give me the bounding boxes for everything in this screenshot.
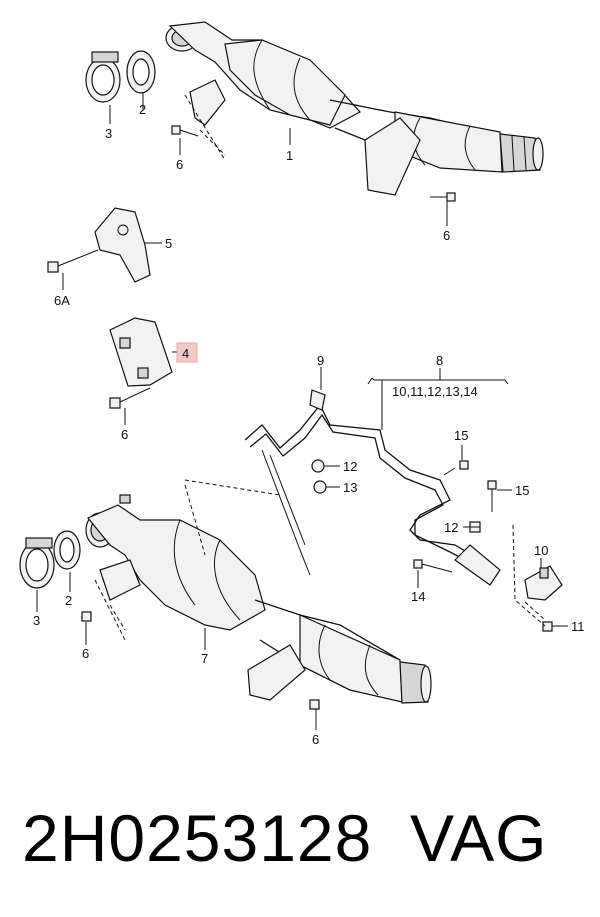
callout-2-bottom: 2 <box>65 593 72 608</box>
callout-6A: 6A <box>54 293 70 308</box>
bolt-bottom-right <box>309 699 320 710</box>
gasket-top <box>126 50 156 94</box>
callout-6-bracket4: 6 <box>121 427 128 442</box>
bracket-4 <box>109 317 173 387</box>
callout-8: 8 <box>436 353 443 368</box>
callout-5: 5 <box>165 236 172 251</box>
callout-15-right: 15 <box>515 483 529 498</box>
clamp-bottom <box>19 537 55 589</box>
callout-7: 7 <box>201 651 208 666</box>
catalytic-converter-upper <box>165 21 544 196</box>
callout-6-top-left: 6 <box>176 157 183 172</box>
callout-1: 1 <box>286 148 293 163</box>
bolt-6A <box>47 249 99 273</box>
bracket-5 <box>94 207 151 283</box>
screw-15a <box>443 460 469 476</box>
sensor-leader-dash <box>512 524 546 627</box>
callout-labels: 1 2 3 6 6 5 6A 4 6 9 8 10,11,12,13,14 12… <box>33 102 585 747</box>
callout-12-nut: 12 <box>444 520 458 535</box>
callout-4-highlight <box>176 342 198 363</box>
screw-15b <box>487 480 497 512</box>
leader-lines <box>36 92 568 730</box>
callout-9: 9 <box>317 353 324 368</box>
callout-15-left: 15 <box>454 428 468 443</box>
callout-3-top: 3 <box>105 126 112 141</box>
callout-4: 4 <box>182 346 189 361</box>
callout-13: 13 <box>343 480 357 495</box>
hose-clip-12 <box>311 459 325 473</box>
callout-6-bottom-right: 6 <box>312 732 319 747</box>
bolt-top-left <box>171 125 199 137</box>
bolt-bottom-left <box>81 611 92 622</box>
callout-2-top: 2 <box>139 102 146 117</box>
callout-11: 11 <box>571 619 585 634</box>
catalytic-converter-lower <box>85 479 432 704</box>
part-number: 2H0253128 <box>22 801 373 875</box>
callout-6-top-right: 6 <box>443 228 450 243</box>
bolt-top-right <box>430 192 456 202</box>
callout-8-list: 10,11,12,13,14 <box>392 384 478 399</box>
pressure-line-set <box>244 389 501 586</box>
brand-name: VAG <box>410 801 548 875</box>
callout-12-clip: 12 <box>343 459 357 474</box>
pressure-sensor-10 <box>524 565 563 601</box>
bolt-6c <box>109 387 151 409</box>
callout-3-bottom: 3 <box>33 613 40 628</box>
exhaust-parts-diagram: 1 2 3 6 6 5 6A 4 6 9 8 10,11,12,13,14 12… <box>19 21 585 747</box>
callout-6-bottom-left: 6 <box>82 646 89 661</box>
callout-10: 10 <box>534 543 548 558</box>
screw-14 <box>413 559 453 573</box>
callout-14: 14 <box>411 589 425 604</box>
gasket-bottom <box>53 530 81 570</box>
nut-11 <box>542 621 553 632</box>
clamp-top <box>85 51 121 103</box>
hose-clip-13 <box>313 480 327 494</box>
